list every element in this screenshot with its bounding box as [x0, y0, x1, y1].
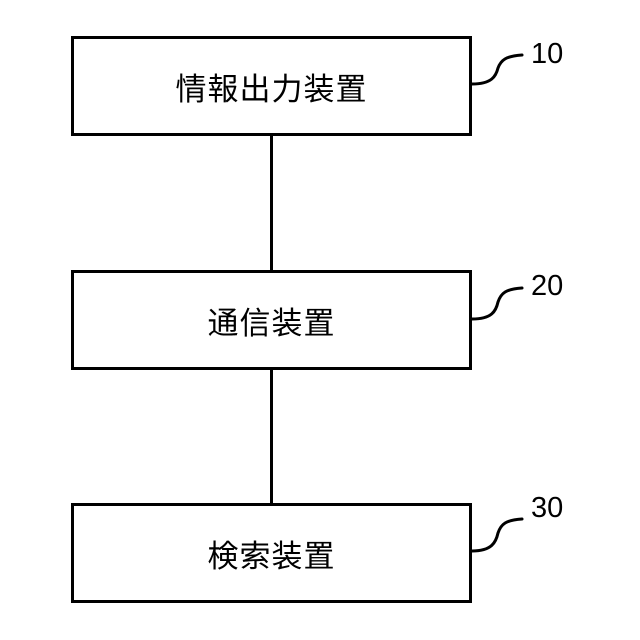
reference-numeral: 30 — [531, 492, 563, 525]
leader-line-2 — [472, 288, 522, 319]
block-search-device: 検索装置 — [71, 503, 472, 603]
block-label: 情報出力装置 — [176, 64, 368, 109]
block-label: 通信装置 — [208, 298, 336, 343]
reference-numeral: 20 — [531, 270, 563, 303]
leader-line-3 — [472, 519, 522, 551]
block-information-output-device: 情報出力装置 — [71, 36, 472, 136]
block-label: 検索装置 — [208, 531, 336, 576]
reference-numeral: 10 — [531, 38, 563, 71]
leader-line-1 — [472, 55, 522, 84]
block-communication-device: 通信装置 — [71, 270, 472, 370]
